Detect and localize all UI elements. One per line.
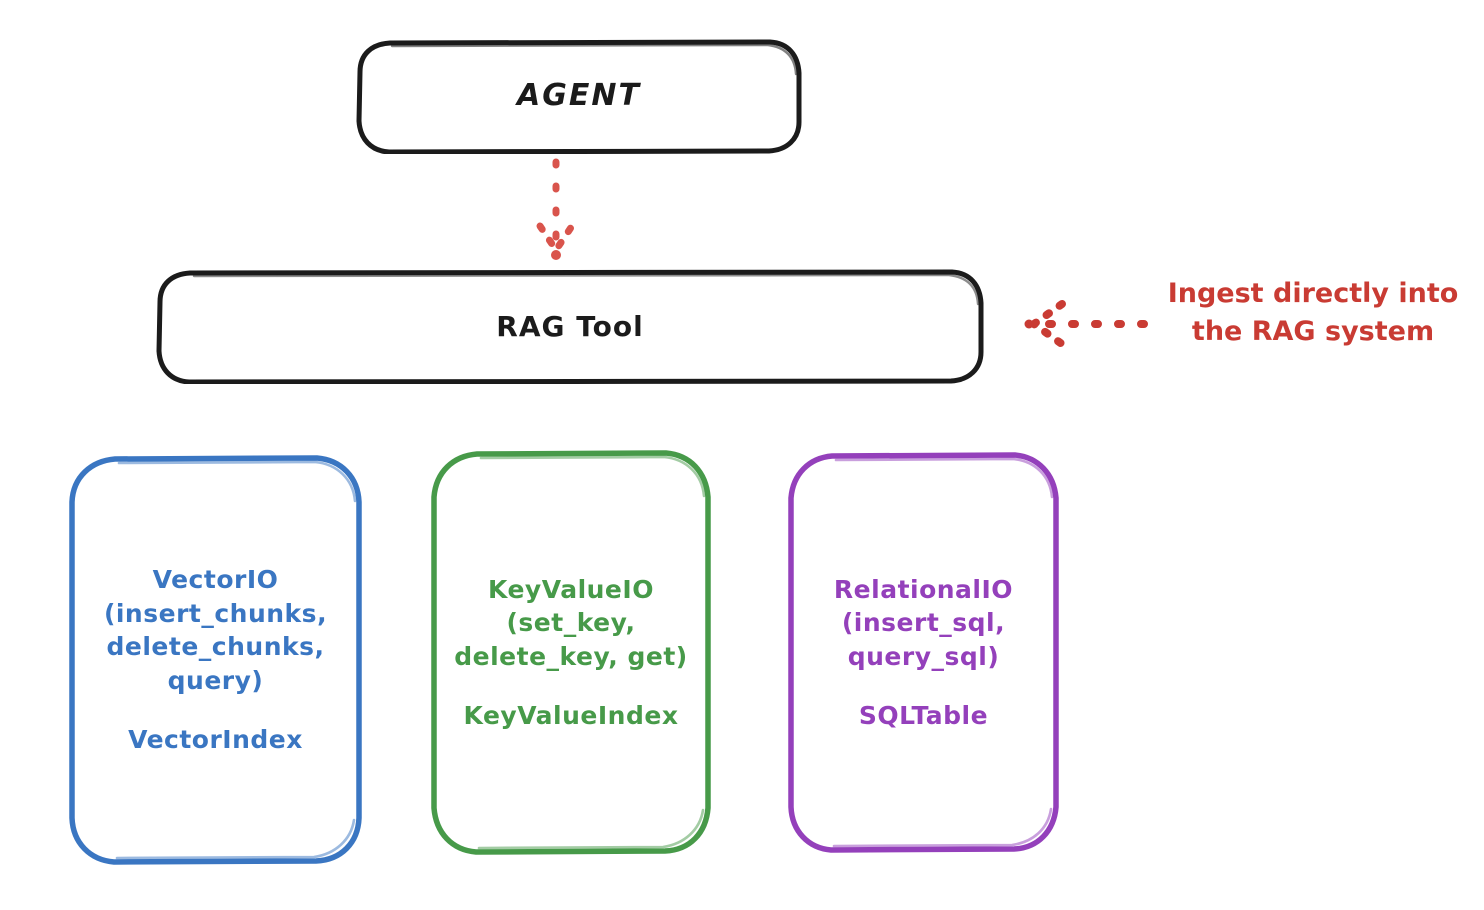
keyvalue-io-api-line-3: delete_key, get) (454, 641, 688, 671)
vector-io-api-line-4: query) (167, 665, 264, 695)
ingest-annotation-line-1: Ingest directly into (1167, 278, 1459, 309)
vector-io-node[interactable]: VectorIO (insert_chunks, delete_chunks, … (67, 454, 364, 866)
vector-io-spacer (104, 697, 327, 723)
relational-io-api-line-1: RelationalIO (833, 574, 1014, 604)
relational-io-api-line-2: (insert_sql, (841, 608, 1006, 637)
vector-io-node-label: VectorIO (insert_chunks, delete_chunks, … (96, 563, 335, 757)
vector-io-api-line-3: delete_chunks, (106, 632, 325, 662)
relational-io-node[interactable]: RelationalIO (insert_sql, query_sql) SQL… (786, 451, 1061, 854)
keyvalue-io-api-line-1: KeyValueIO (488, 574, 654, 604)
vector-io-api-line-2: (insert_chunks, (103, 598, 328, 628)
keyvalue-io-node[interactable]: KeyValueIO (set_key, delete_key, get) Ke… (429, 449, 713, 856)
relational-io-node-label: RelationalIO (insert_sql, query_sql) SQL… (826, 573, 1021, 733)
ingest-annotation: Ingest directly into the RAG system (1148, 275, 1478, 351)
keyvalue-io-spacer (454, 673, 687, 699)
ingest-arrow (1024, 300, 1148, 348)
sql-table-label: SQLTable (858, 701, 989, 730)
rag-tool-node[interactable]: RAG Tool (156, 269, 984, 384)
keyvalue-index-label: KeyValueIndex (463, 701, 679, 730)
keyvalue-io-api-line-2: (set_key, (506, 608, 636, 637)
ingest-annotation-line-2: the RAG system (1191, 315, 1435, 347)
agent-node-label: AGENT (517, 78, 641, 114)
agent-to-rag-arrow (536, 158, 576, 260)
agent-node[interactable]: AGENT (356, 39, 802, 154)
vector-io-api-line-1: VectorIO (152, 565, 279, 595)
relational-io-spacer (834, 673, 1013, 699)
vector-index-label: VectorIndex (128, 725, 303, 755)
rag-tool-node-label: RAG Tool (496, 309, 644, 343)
keyvalue-io-node-label: KeyValueIO (set_key, delete_key, get) Ke… (446, 573, 695, 733)
relational-io-api-line-3: query_sql) (847, 641, 1000, 671)
